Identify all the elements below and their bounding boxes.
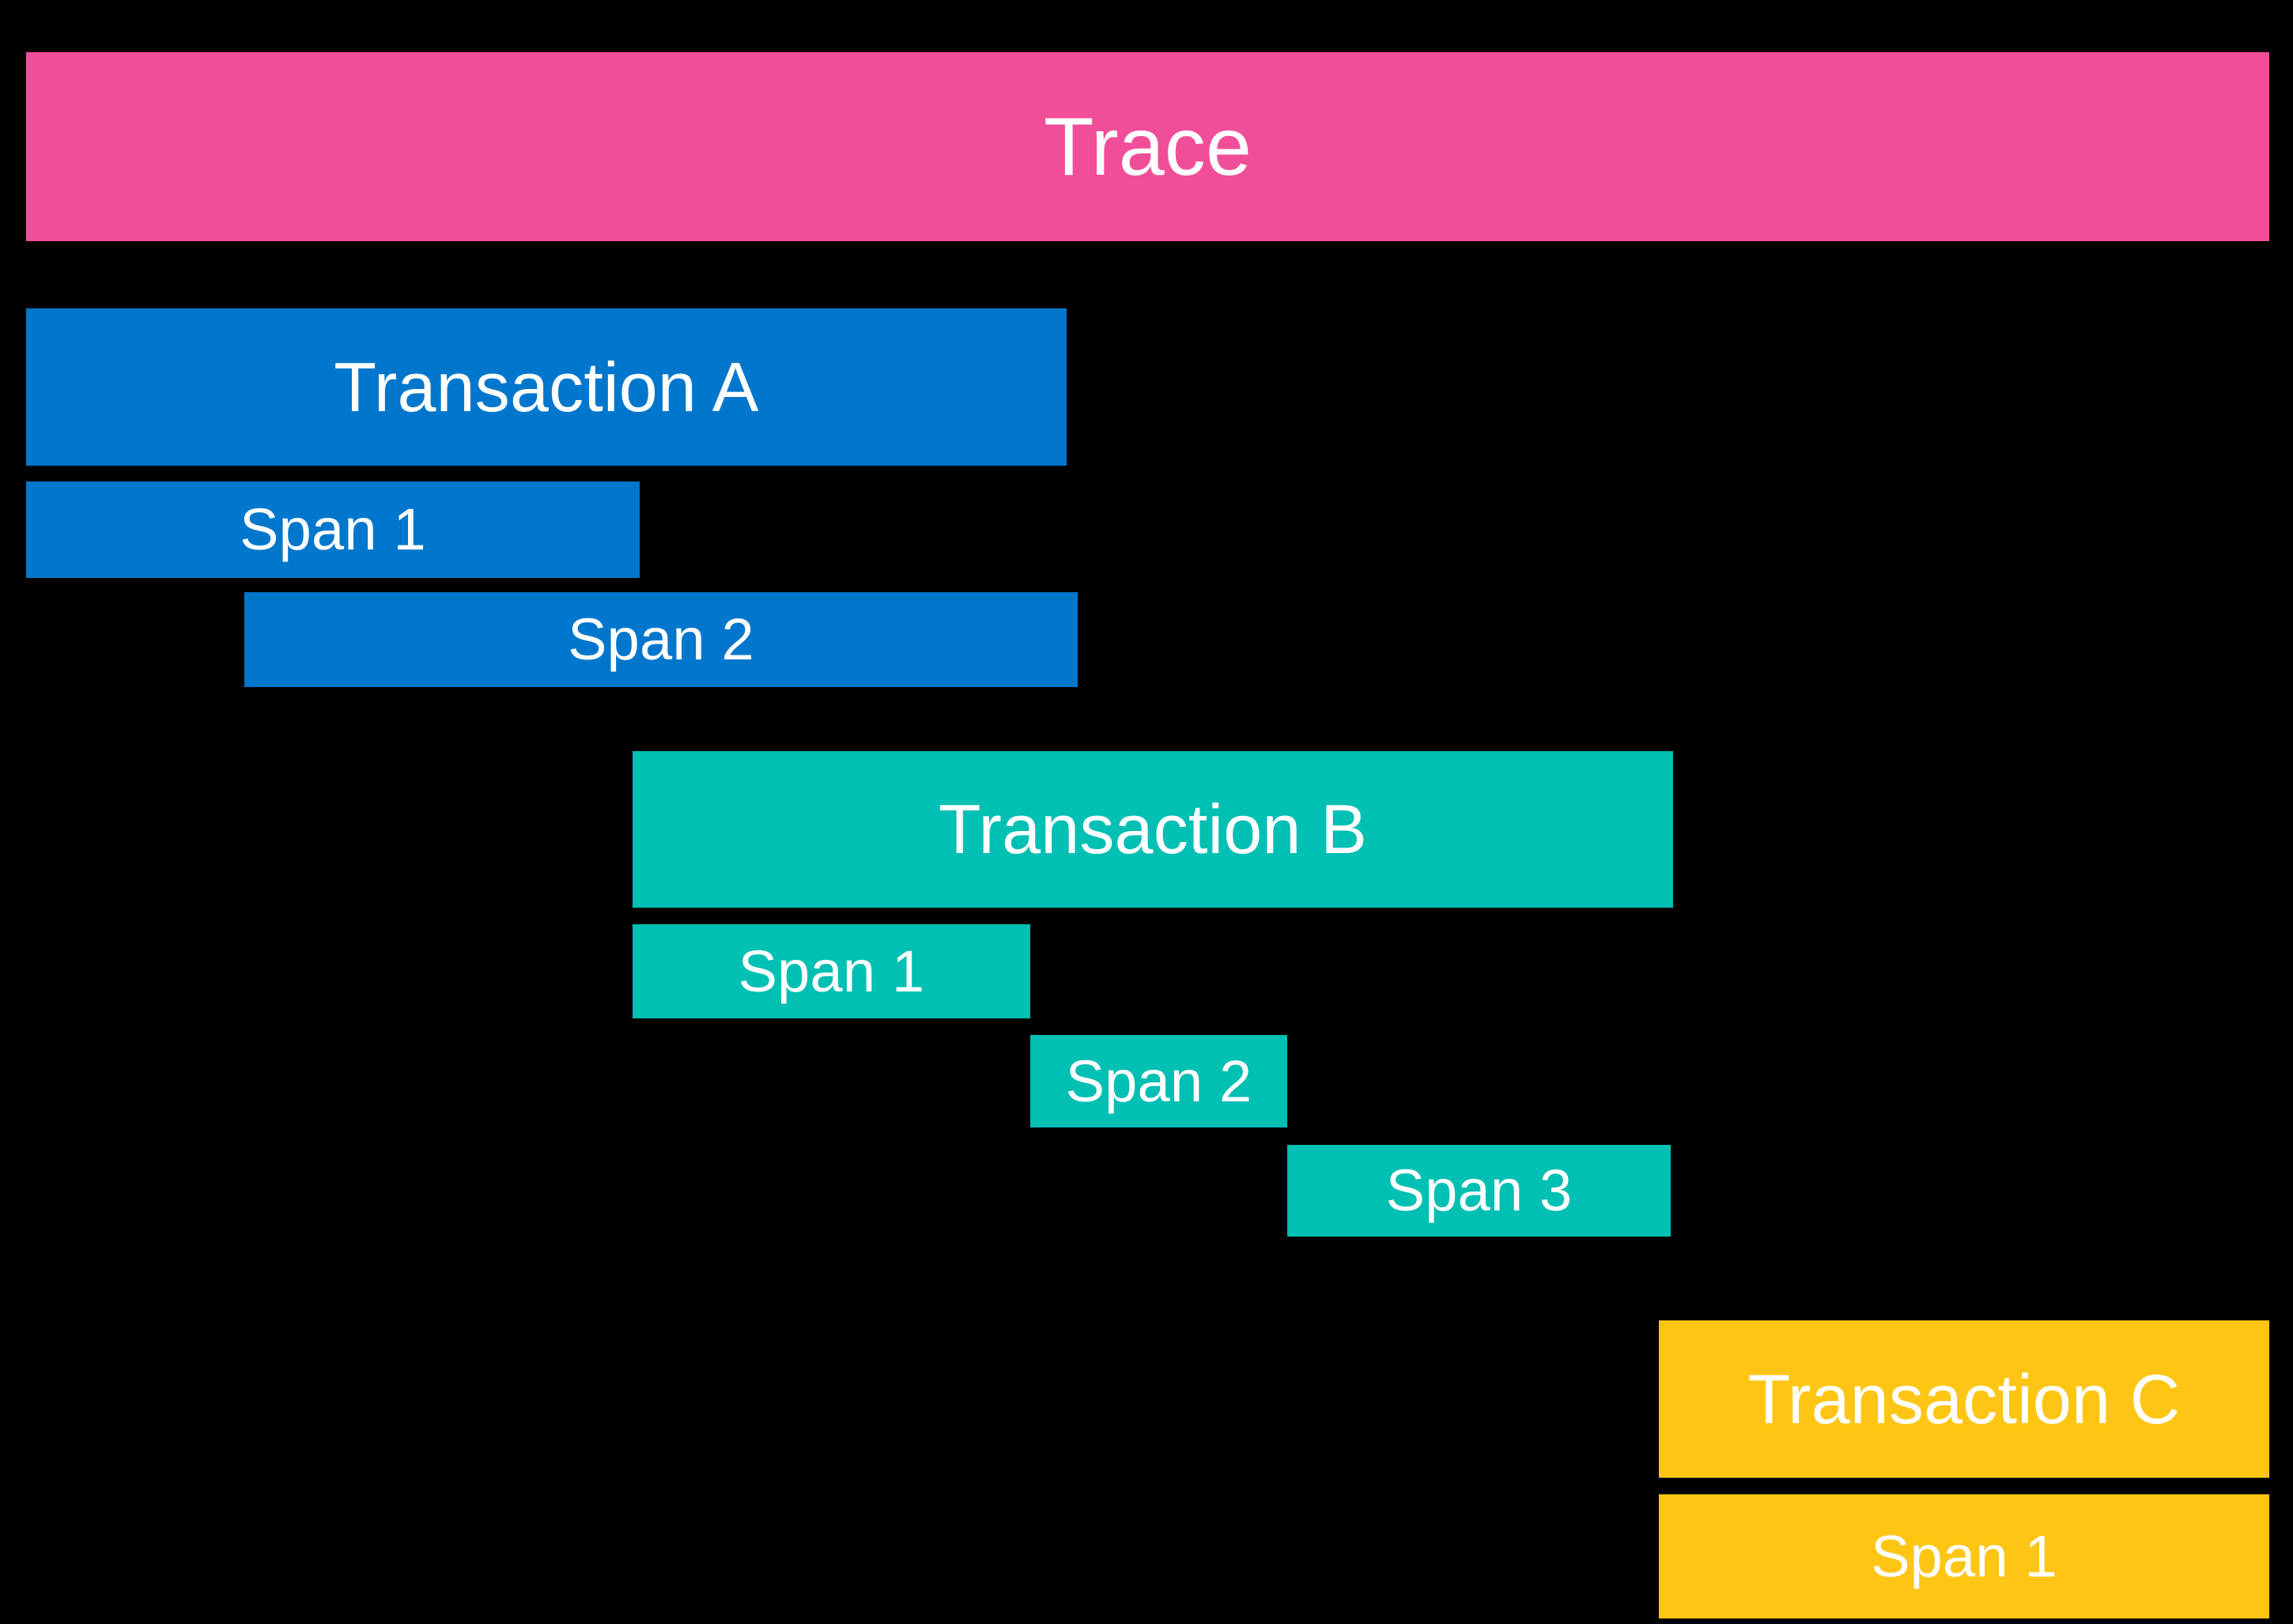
bar-label: Span 1: [240, 497, 426, 562]
span-bar-transaction-a-span-2[interactable]: Span 2: [244, 592, 1078, 687]
trace-bar[interactable]: Trace: [26, 52, 2269, 241]
span-bar-transaction-b-span-3[interactable]: Span 3: [1287, 1145, 1671, 1237]
bar-label: Span 3: [1385, 1158, 1573, 1223]
bar-label: Transaction B: [938, 790, 1368, 868]
transaction-bar-b[interactable]: Transaction B: [633, 751, 1673, 908]
span-bar-transaction-b-span-2[interactable]: Span 2: [1030, 1035, 1287, 1127]
span-bar-transaction-c-span-1[interactable]: Span 1: [1659, 1494, 2269, 1618]
span-bar-transaction-b-span-1[interactable]: Span 1: [633, 924, 1030, 1018]
transaction-bar-a[interactable]: Transaction A: [26, 308, 1067, 466]
transaction-bar-c[interactable]: Transaction C: [1659, 1320, 2269, 1478]
bar-label: Trace: [1044, 100, 1252, 193]
span-bar-transaction-a-span-1[interactable]: Span 1: [26, 482, 640, 578]
bar-label: Transaction C: [1747, 1359, 2181, 1438]
bar-label: Span 1: [1871, 1523, 2057, 1589]
bar-label: Transaction A: [334, 347, 759, 426]
bar-label: Span 1: [738, 938, 925, 1004]
bar-label: Span 2: [568, 606, 754, 672]
bar-label: Span 2: [1065, 1048, 1252, 1114]
